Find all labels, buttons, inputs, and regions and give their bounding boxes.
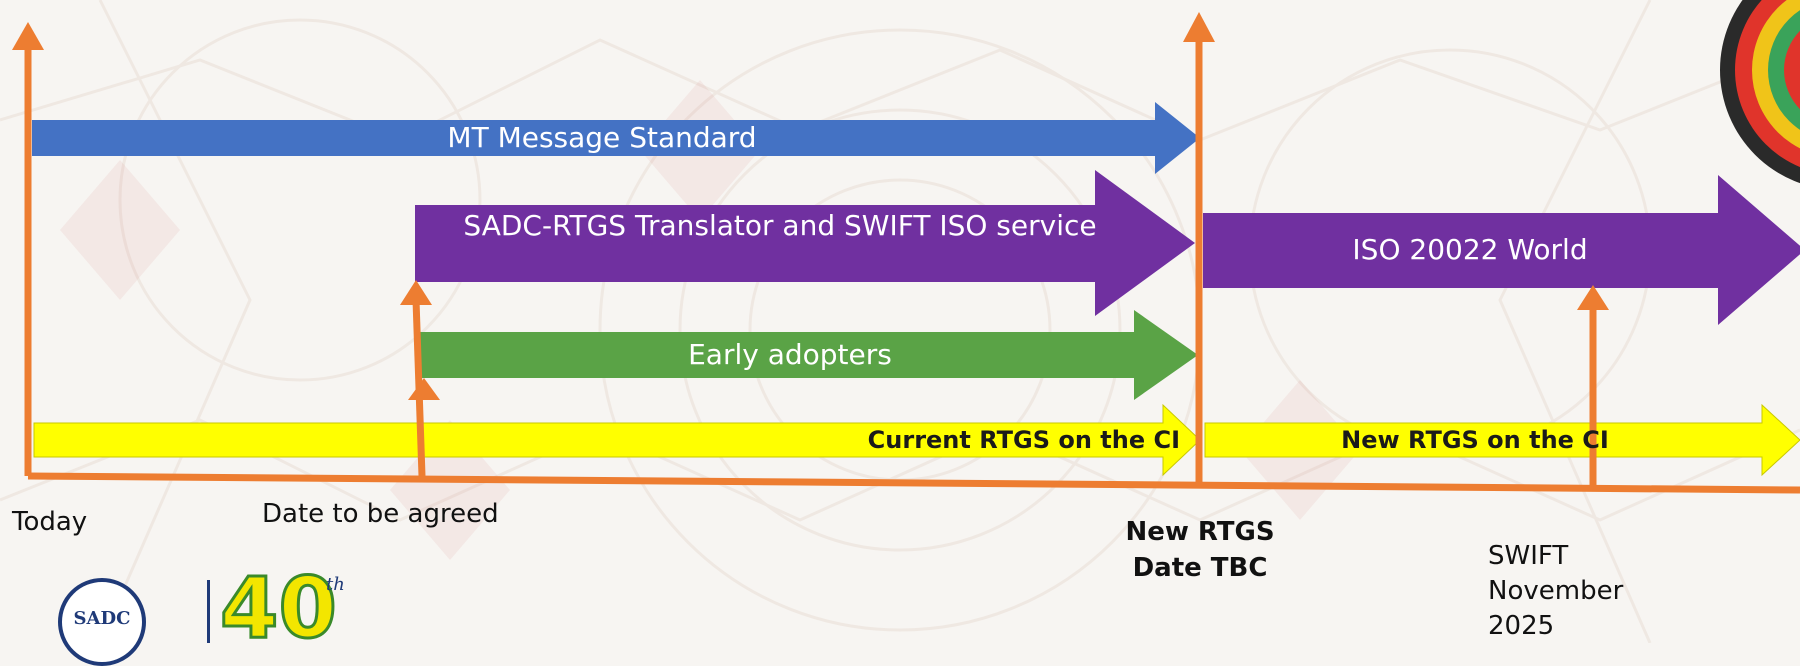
timeline-axis [27,472,1800,494]
new-rtgs-arrow [1204,403,1800,477]
date-agreed-label: Date to be agreed [262,499,499,529]
translator-label: SADC-RTGS Translator and SWIFT ISO servi… [463,209,1097,242]
mt-standard-arrow [32,102,1200,174]
anniversary-logo: 40 th [219,565,345,652]
new-rtgs-date-line1: New RTGS [1125,517,1275,547]
swift-line2: November [1488,576,1624,606]
iso-world-arrow [1203,175,1800,325]
early-adopters-label: Early adopters [688,338,892,371]
current-rtgs-label: Current RTGS on the CI [867,426,1180,454]
iso-world-label: ISO 20022 World [1352,233,1588,266]
swift-line1: SWIFT [1488,541,1569,571]
sadc-logo-mark: SADC [73,608,131,629]
current-rtgs-arrow [33,403,1201,477]
anniversary-suffix: th [326,574,345,595]
mt-standard-label: MT Message Standard [447,121,757,154]
early-adopters-arrow [420,310,1198,400]
timeline-diagram [12,12,1800,494]
anniversary-number: 40 [219,559,339,657]
swift-marker [1577,285,1609,488]
translator-arrow [415,170,1195,316]
new-rtgs-marker [1183,12,1215,485]
sadc-logo: SADC [58,578,146,666]
date-agreed-marker [400,280,440,477]
logo-divider [207,580,210,643]
today-marker [12,22,44,476]
new-rtgs-label: New RTGS on the CI [1341,426,1609,454]
new-rtgs-date-line2: Date TBC [1132,553,1268,583]
today-label: Today [12,507,88,537]
beaded-corner-decoration [1720,0,1800,184]
swift-line3: 2025 [1488,611,1555,641]
